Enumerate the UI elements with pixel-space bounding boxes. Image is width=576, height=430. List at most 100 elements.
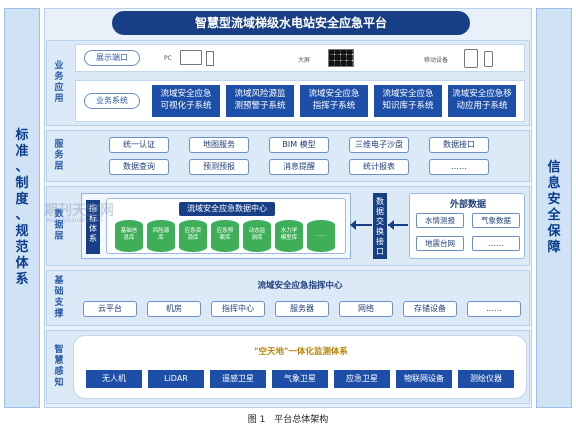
left-side-char: 体 xyxy=(15,256,29,271)
tablet-icon xyxy=(464,49,478,68)
foundation-title: 流域安全应急指挥中心 xyxy=(257,281,343,291)
foundation-item: 服务器 xyxy=(275,301,329,317)
service-item: 预测预报 xyxy=(189,159,249,175)
right-side-char: 信 xyxy=(547,160,561,175)
perception-label-char: 知 xyxy=(54,378,64,388)
arrow-head-left-2 xyxy=(388,220,394,230)
display-port-pill: 展示端口 xyxy=(84,50,140,66)
service-item: …… xyxy=(429,159,489,175)
perception-title: "空天地"一体化监测体系 xyxy=(254,347,348,357)
left-side-char: 、 xyxy=(15,160,29,175)
arrow-to-exchange xyxy=(352,224,372,226)
index-system-char: 体 xyxy=(89,224,97,233)
monitor-icon xyxy=(180,50,202,65)
perception-layer: 智慧感知 "空天地"一体化监测体系 无人机 LiDAR 遥感卫星气象卫星应急卫星物联… xyxy=(46,330,530,404)
business-system-pill: 业务系统 xyxy=(84,93,140,109)
exchange-char: 接 xyxy=(376,237,384,246)
external-data-item: 水情测报 xyxy=(416,213,464,228)
index-system-tag: 指标体系 xyxy=(86,200,100,254)
left-side-char: 标 xyxy=(15,128,29,143)
left-side-char: 度 xyxy=(15,192,29,207)
standards-system-label: 标准、制度、规范体系 xyxy=(5,128,39,288)
service-item: 地图服务 xyxy=(189,137,249,153)
perception-label-char: 慧 xyxy=(54,356,64,366)
perception-item: 测绘仪器 xyxy=(458,370,514,388)
mobile-label: 移动设备 xyxy=(424,57,449,64)
business-system-4: 流域安全应急移动应用子系统 xyxy=(448,85,516,117)
watermark-text: 期刊天空网 xyxy=(44,203,114,219)
left-side-char: 规 xyxy=(15,224,29,239)
service-item: 数据查询 xyxy=(109,159,169,175)
watermark-url: www.qikansky.com xyxy=(46,217,103,224)
index-system-char: 标 xyxy=(89,214,97,223)
data-label-char: 据 xyxy=(54,220,64,231)
external-data-item: 地震台网 xyxy=(416,236,464,251)
screen-label: 大屏 xyxy=(298,57,311,64)
data-label-char: 数 xyxy=(54,209,64,220)
video-wall-icon xyxy=(328,49,354,67)
pc-label: PC xyxy=(164,55,172,62)
display-port-row: 展示端口 PC 大屏 移动设备 xyxy=(75,44,525,72)
business-system-2: 流域安全应急指挥子系统 xyxy=(300,85,368,117)
perception-item: 遥感卫星 xyxy=(210,370,266,388)
exchange-char: 换 xyxy=(376,227,384,236)
business-system-3: 流域安全应急知识库子系统 xyxy=(374,85,442,117)
phone-icon xyxy=(484,51,493,67)
service-item: 三维电子沙盘 xyxy=(349,137,409,153)
service-label-char: 层 xyxy=(54,161,64,172)
left-side-char: 系 xyxy=(15,272,29,287)
database-cylinder: 基础信息库 xyxy=(115,220,143,252)
perception-item: LiDAR xyxy=(148,370,204,388)
perception-item: 气象卫星 xyxy=(272,370,328,388)
data-center-region: 指标体系 流域安全应急数据中心 基础信息库风险源库应急资源库应急预案库动态监测库… xyxy=(81,193,351,259)
service-label-char: 务 xyxy=(54,150,64,161)
exchange-char: 口 xyxy=(376,247,384,256)
index-system-char: 系 xyxy=(89,234,97,243)
perception-item: 物联网设备 xyxy=(396,370,452,388)
foundation-item: 网络 xyxy=(339,301,393,317)
arrow-head-left xyxy=(350,220,356,230)
external-data-item: 气象数据 xyxy=(472,213,520,228)
external-data-title: 外部数据 xyxy=(449,200,486,210)
right-side-char: 全 xyxy=(547,208,561,223)
figure-caption: 图 1 平台总体架构 xyxy=(247,415,329,425)
right-side-panel: 信息安全保障 xyxy=(536,8,572,408)
business-label-char: 务 xyxy=(54,72,64,82)
service-item: 消息提醒 xyxy=(269,159,329,175)
service-item: 数据接口 xyxy=(429,137,489,153)
right-side-char: 安 xyxy=(547,192,561,207)
perception-item: 应急卫星 xyxy=(334,370,390,388)
left-side-panel: 标准、制度、规范体系 xyxy=(4,8,40,408)
data-layer: 数据层 指标体系 流域安全应急数据中心 基础信息库风险源库应急资源库应急预案库动… xyxy=(46,186,530,266)
data-center-frame: 流域安全应急数据中心 基础信息库风险源库应急资源库应急预案库动态监测库水力学模型… xyxy=(106,198,346,254)
business-layer-label: 业务应用 xyxy=(51,61,67,105)
business-system-1: 流域风险源监测预警子系统 xyxy=(226,85,294,117)
data-layer-label: 数据层 xyxy=(51,210,67,243)
left-side-char: 制 xyxy=(15,176,29,191)
service-layer-label: 服务层 xyxy=(51,140,67,173)
foundation-label-char: 基 xyxy=(54,276,64,286)
perception-layer-label: 智慧感知 xyxy=(51,345,67,389)
foundation-layer: 基础支撑 流域安全应急指挥中心 云平台机房指挥中心服务器网络存储设备…… xyxy=(46,270,530,326)
business-label-char: 业 xyxy=(54,61,64,71)
business-system-row: 业务系统 流域安全应急可视化子系统流域风险源监测预警子系统流域安全应急指挥子系统… xyxy=(75,80,525,122)
exchange-char: 交 xyxy=(376,217,384,226)
tower-icon xyxy=(206,51,214,66)
right-side-char: 保 xyxy=(547,224,561,239)
business-label-char: 应 xyxy=(54,83,64,93)
right-side-char: 障 xyxy=(547,240,561,255)
business-layer: 业务应用 展示端口 PC 大屏 移动设备 业务系统 流域安全应急可视化子系统流域… xyxy=(46,40,530,126)
left-side-char: 、 xyxy=(15,208,29,223)
database-cylinder: 应急预案库 xyxy=(211,220,239,252)
service-label-char: 服 xyxy=(54,139,64,150)
business-label-char: 用 xyxy=(54,94,64,104)
data-center-title: 流域安全应急数据中心 xyxy=(179,202,275,216)
service-item: 统一认证 xyxy=(109,137,169,153)
left-side-char: 准 xyxy=(15,144,29,159)
right-side-char: 息 xyxy=(547,176,561,191)
foundation-label-char: 撑 xyxy=(54,309,64,319)
database-cylinder: 风险源库 xyxy=(147,220,175,252)
perception-item: 无人机 xyxy=(86,370,142,388)
perception-label-char: 智 xyxy=(54,345,64,355)
